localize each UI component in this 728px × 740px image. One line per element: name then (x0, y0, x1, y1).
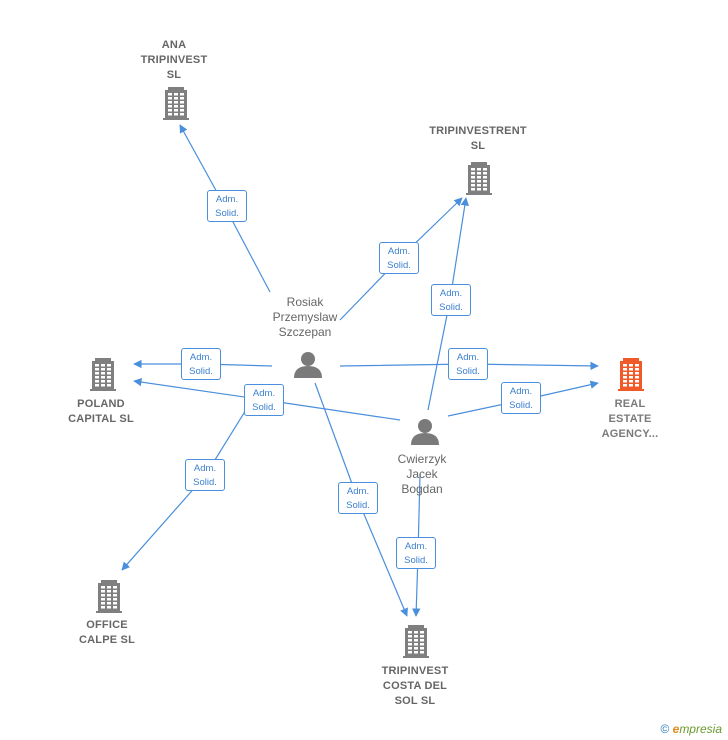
company-label-office_calpe[interactable]: OFFICE CALPE SL (62, 618, 152, 648)
node-label-line: REAL (614, 398, 646, 410)
edge-label-line: Adm. (252, 388, 276, 399)
edge-label-line: Adm. (456, 352, 480, 363)
edge-label-rosiak-to-office_calpe[interactable]: Adm. Solid. (185, 459, 225, 491)
company-label-ana_tripinvest[interactable]: ANA TRIPINVEST SL (129, 38, 219, 83)
edge-label-rosiak-to-poland_capital[interactable]: Adm. Solid. (181, 348, 221, 380)
node-label-line: Szczepan (278, 325, 332, 339)
company-label-tripinvest_costa[interactable]: TRIPINVEST COSTA DEL SOL SL (365, 664, 465, 709)
node-label-line: Przemyslaw (272, 310, 338, 324)
edge-label-line: Adm. (404, 541, 428, 552)
building-icon-poland_capital[interactable] (90, 358, 116, 391)
node-label-line: Jacek (406, 467, 438, 481)
node-label-line: CALPE SL (79, 634, 135, 646)
node-label-line: TRIPINVESTRENT (429, 125, 527, 137)
edge-label-line: Solid. (346, 500, 370, 511)
node-label-line: ANA (161, 39, 187, 51)
edge-label-rosiak-to-tripinvest_costa[interactable]: Adm. Solid. (338, 482, 378, 514)
edge-label-line: Solid. (193, 477, 217, 488)
edge-label-line: Adm. (387, 246, 411, 257)
edge-label-cwierzyk-to-tripinvestrent[interactable]: Adm. Solid. (431, 284, 471, 316)
edge-label-line: Solid. (215, 208, 239, 219)
footer-brand[interactable]: © empresia (660, 722, 722, 736)
edge-label-rosiak-to-real_estate[interactable]: Adm. Solid. (448, 348, 488, 380)
edge-label-line: Adm. (193, 463, 217, 474)
edge-label-line: Adm. (509, 386, 533, 397)
company-label-tripinvestrent[interactable]: TRIPINVESTRENT SL (418, 124, 538, 154)
edge-label-line: Adm. (189, 352, 213, 363)
person-icon-cwierzyk[interactable] (411, 419, 439, 445)
edge-label-rosiak-to-ana_tripinvest[interactable]: Adm. Solid. (207, 190, 247, 222)
brand-logo-text: mpresia (679, 722, 722, 736)
node-label-line: COSTA DEL (382, 680, 448, 692)
node-label-line: Rosiak (286, 295, 324, 309)
company-label-real_estate[interactable]: REAL ESTATE AGENCY... (585, 397, 675, 442)
edge-label-line: Solid. (252, 402, 276, 413)
node-label-line: SOL SL (394, 695, 436, 707)
node-label-line: Cwierzyk (397, 452, 447, 466)
edge-label-cwierzyk-to-tripinvest_costa[interactable]: Adm. Solid. (396, 537, 436, 569)
edge-label-cwierzyk-to-poland_capital[interactable]: Adm. Solid. (244, 384, 284, 416)
building-icon-tripinvest_costa[interactable] (403, 625, 429, 658)
edge-label-line: Adm. (439, 288, 463, 299)
building-icon-ana_tripinvest[interactable] (163, 87, 189, 120)
edge-label-line: Solid. (456, 366, 480, 377)
node-label-line: Bogdan (401, 482, 443, 496)
edge-label-line: Solid. (387, 260, 411, 271)
node-label-line: TRIPINVEST (381, 665, 449, 677)
node-label-line: OFFICE (86, 619, 128, 631)
edge-label-line: Solid. (509, 400, 533, 411)
node-label-line: TRIPINVEST (140, 54, 208, 66)
building-icon-real_estate[interactable] (618, 358, 644, 391)
node-label-line: POLAND (77, 398, 125, 410)
company-label-poland_capital[interactable]: POLAND CAPITAL SL (51, 397, 151, 427)
copyright-symbol: © (660, 722, 670, 736)
edge-label-line: Solid. (439, 302, 463, 313)
node-label-line: ESTATE (608, 413, 652, 425)
edge-label-cwierzyk-to-real_estate[interactable]: Adm. Solid. (501, 382, 541, 414)
edge-label-rosiak-to-tripinvestrent[interactable]: Adm. Solid. (379, 242, 419, 274)
building-icon-office_calpe[interactable] (96, 580, 122, 613)
building-icon-tripinvestrent[interactable] (466, 162, 492, 195)
person-icon-rosiak[interactable] (294, 352, 322, 378)
node-label-line: AGENCY... (601, 428, 659, 440)
node-label-line: SL (166, 69, 182, 81)
node-label-line: CAPITAL SL (68, 413, 134, 425)
node-label-line: SL (470, 140, 486, 152)
edge-label-line: Adm. (346, 486, 370, 497)
edge-label-line: Adm. (215, 194, 239, 205)
edge-label-line: Solid. (189, 366, 213, 377)
brand-logo-e: e (672, 722, 680, 736)
edge-label-line: Solid. (404, 555, 428, 566)
